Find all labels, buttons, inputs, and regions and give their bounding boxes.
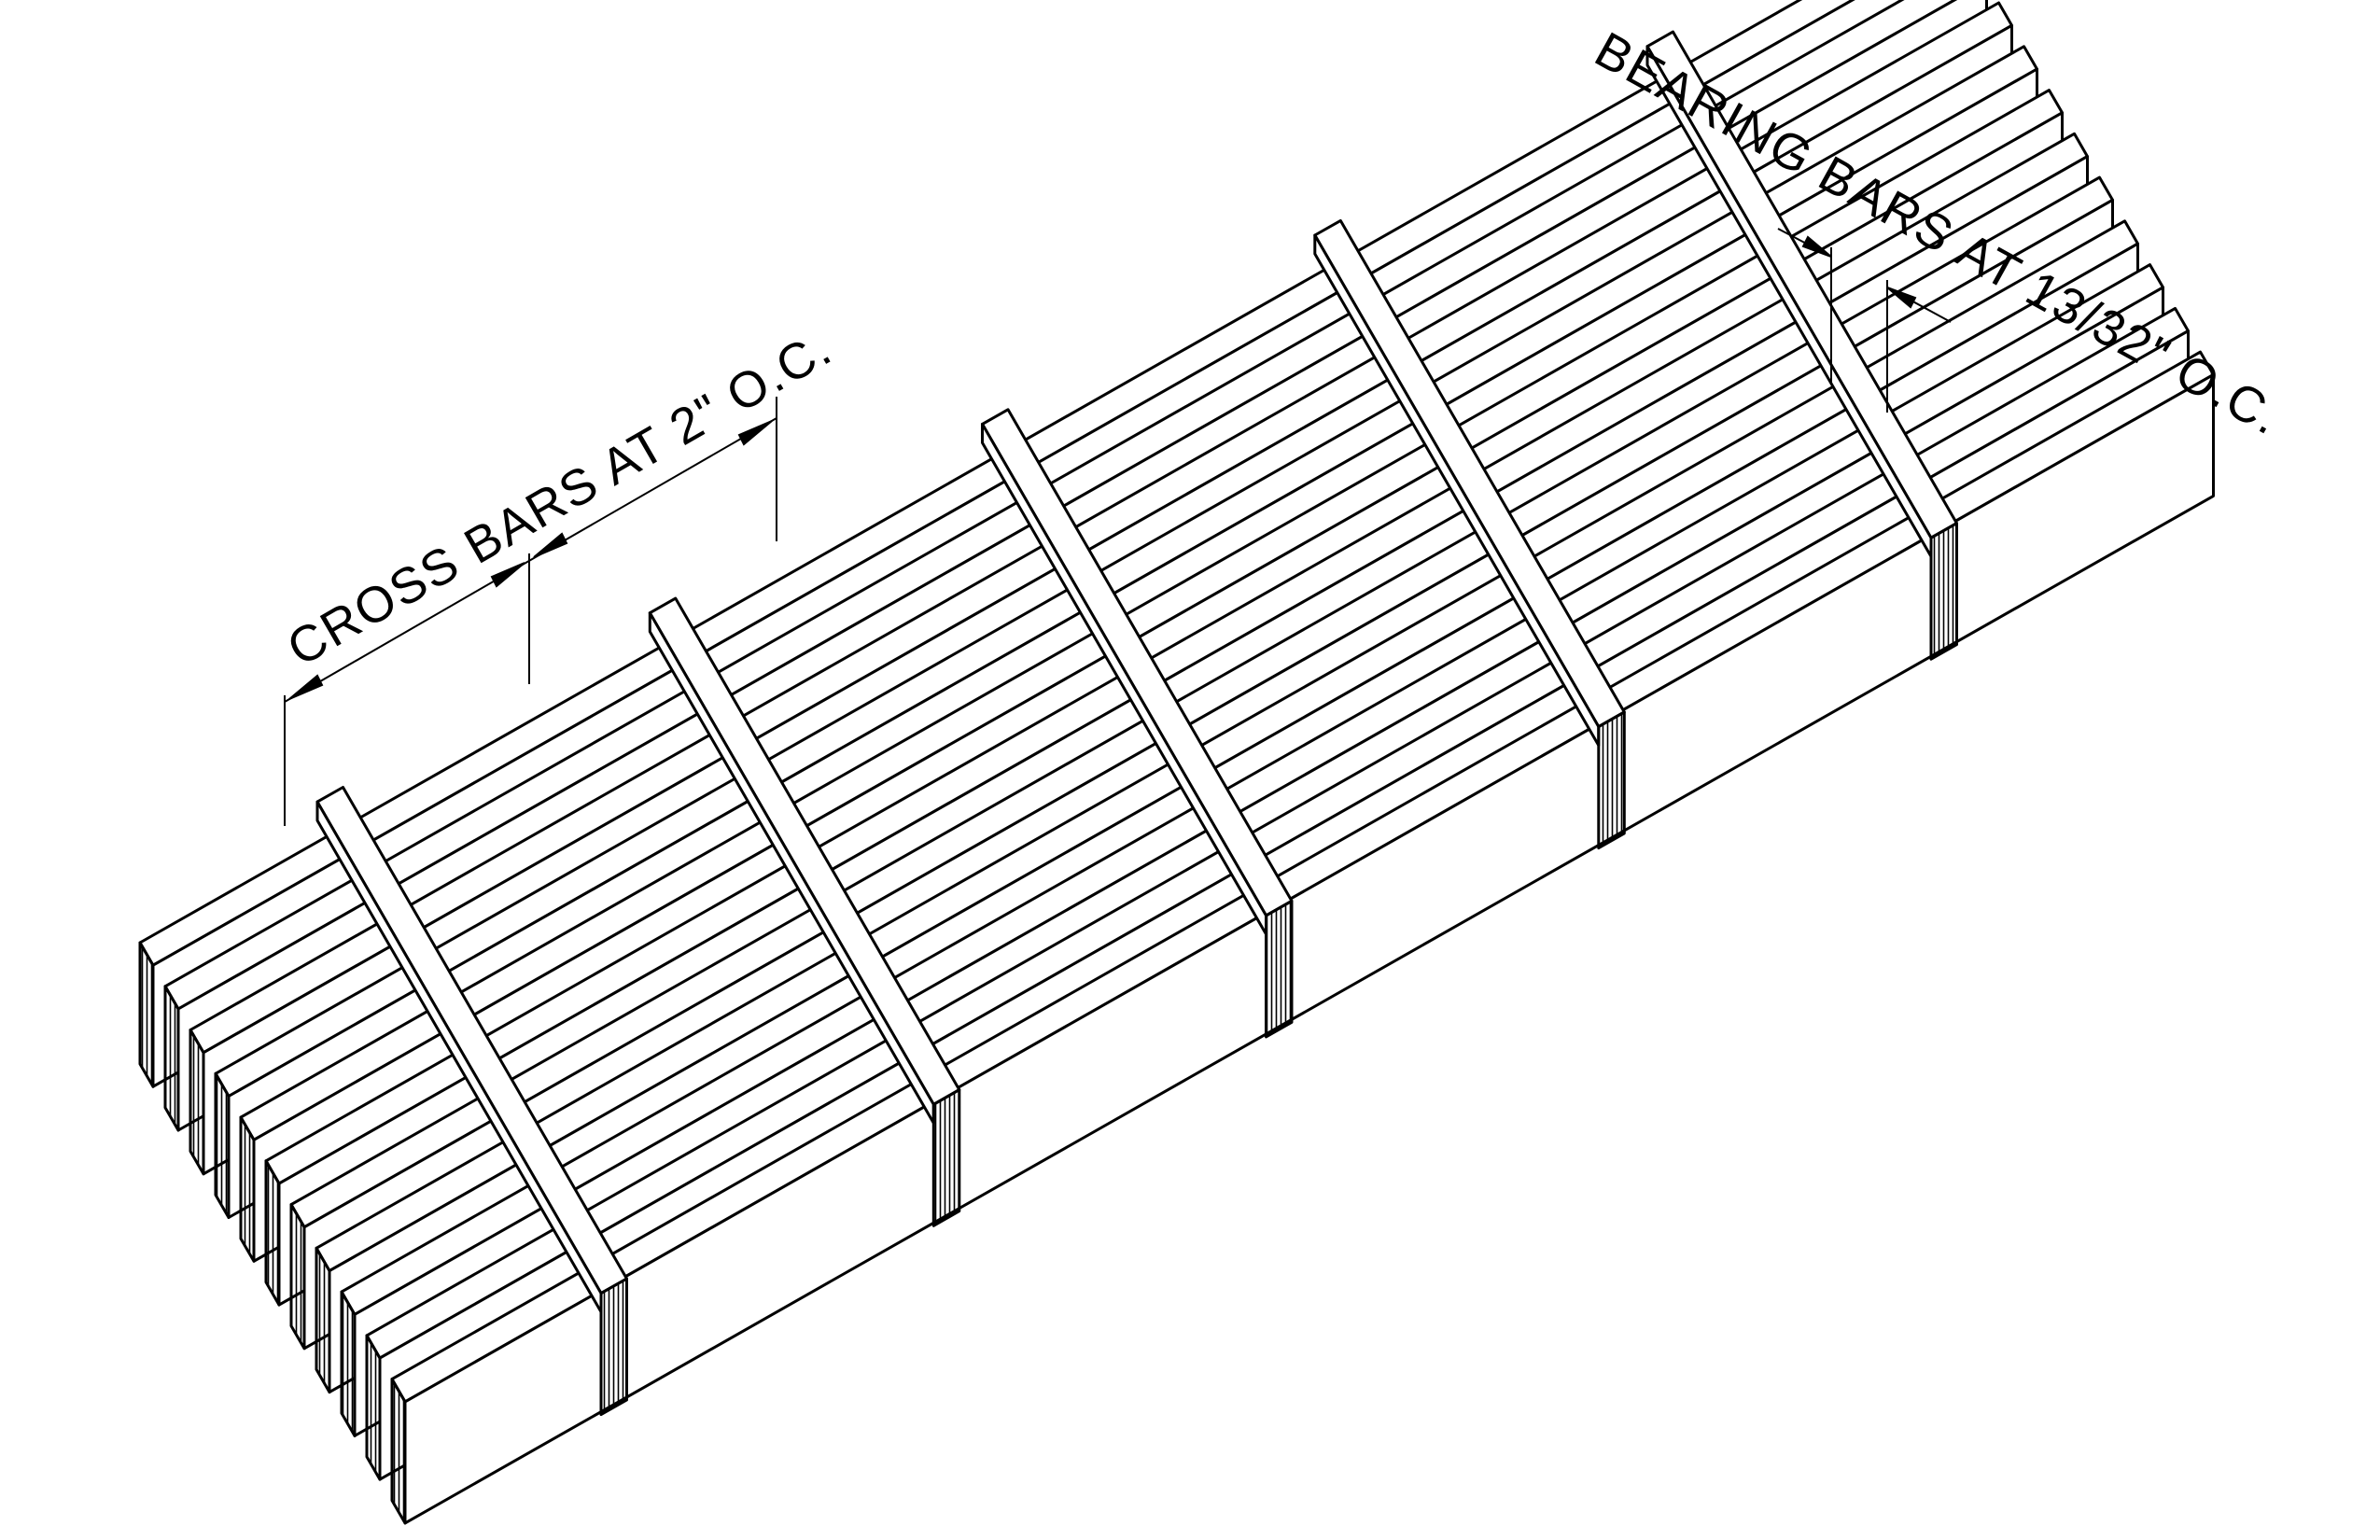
bearing-bar-end — [214, 1071, 231, 1219]
bearing-bar-end — [365, 1334, 382, 1481]
cross-bar-end — [931, 1088, 961, 1227]
cross-bars-arrow-mid-out — [533, 532, 568, 558]
grating-bars — [138, 0, 2215, 1525]
cross-bar-end — [599, 1277, 628, 1417]
cross-bar-end — [1929, 522, 1958, 661]
cross-bar — [1645, 30, 1958, 661]
grating-cross-bars — [315, 30, 1958, 1417]
bearing-bar-end — [315, 1246, 331, 1394]
bearing-bar-end — [340, 1290, 357, 1437]
cross-bar — [1313, 218, 1626, 850]
cross-bar-end — [1265, 899, 1294, 1039]
cross-bar — [315, 786, 628, 1417]
cross-bar-end — [1597, 710, 1626, 850]
cross-bars-arrow-right — [737, 420, 773, 446]
cross-bar — [981, 408, 1294, 1039]
bearing-bars-arrow-left — [1801, 235, 1832, 258]
cross-bars-arrow-mid-in — [490, 562, 525, 588]
bearing-bar-end — [138, 941, 155, 1088]
bearing-bar-end — [289, 1203, 306, 1351]
cross-bars-arrow-left — [288, 674, 324, 700]
bearing-bar-end — [239, 1115, 256, 1263]
bearing-bar-end — [264, 1159, 281, 1307]
bearing-bar-end — [390, 1378, 407, 1525]
bearing-bars-arrow-right — [1886, 287, 1917, 309]
dimension-lines — [284, 228, 1952, 826]
cross-bar — [648, 596, 961, 1227]
bearing-bar-end — [189, 1029, 205, 1176]
cross-bars-dimension-line — [284, 417, 777, 703]
bearing-bar-end — [163, 985, 180, 1132]
